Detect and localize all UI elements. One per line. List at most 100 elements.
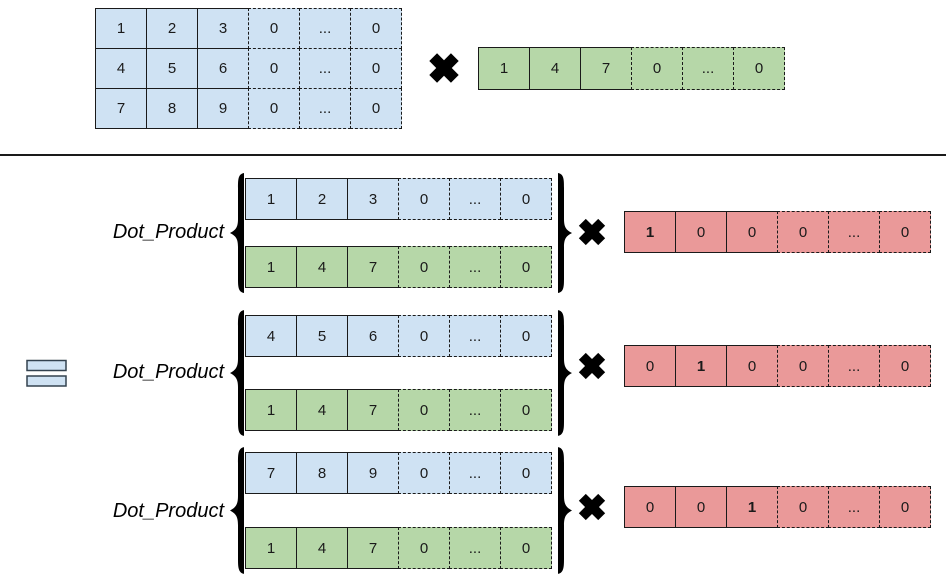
cell: 0 — [675, 211, 727, 253]
cell: 1 — [95, 8, 147, 49]
cell: 0 — [248, 48, 300, 89]
cell: 2 — [296, 178, 348, 220]
dot-product-label: Dot_Product — [112, 221, 224, 243]
equals-icon — [26, 359, 67, 387]
cell: 5 — [296, 315, 348, 357]
cell: 6 — [197, 48, 249, 89]
cell: 0 — [500, 178, 552, 220]
cell: 4 — [95, 48, 147, 89]
cell: ... — [828, 211, 880, 253]
cell: 0 — [398, 527, 450, 569]
cell: 4 — [296, 389, 348, 431]
cell: 9 — [347, 452, 399, 494]
cell: 3 — [197, 8, 249, 49]
cell: 1 — [245, 527, 297, 569]
multiply-icon — [575, 490, 609, 524]
cell: ... — [299, 48, 351, 89]
cell: 0 — [398, 315, 450, 357]
right-brace-icon — [558, 310, 572, 436]
cell: 3 — [347, 178, 399, 220]
cell: 0 — [500, 389, 552, 431]
cell: 1 — [478, 47, 530, 90]
cell: 8 — [146, 88, 198, 129]
cell: 0 — [777, 211, 829, 253]
cell: 0 — [500, 527, 552, 569]
cell: 4 — [245, 315, 297, 357]
cell: 0 — [248, 88, 300, 129]
cell: ... — [449, 246, 501, 288]
cell: 0 — [398, 178, 450, 220]
right-brace-icon — [558, 173, 572, 293]
dot-product-label: Dot_Product — [112, 361, 224, 383]
cell: ... — [449, 315, 501, 357]
cell: 1 — [245, 389, 297, 431]
cell: 0 — [777, 345, 829, 387]
cell: 0 — [777, 486, 829, 528]
cell: 0 — [726, 211, 778, 253]
cell: 0 — [398, 246, 450, 288]
cell: ... — [828, 486, 880, 528]
cell: 1 — [726, 486, 778, 528]
cell: 4 — [296, 527, 348, 569]
cell: 7 — [95, 88, 147, 129]
cell: 7 — [245, 452, 297, 494]
cell: ... — [299, 88, 351, 129]
cell: 8 — [296, 452, 348, 494]
cell: 1 — [245, 246, 297, 288]
cell: 6 — [347, 315, 399, 357]
cell: 7 — [347, 389, 399, 431]
cell: ... — [449, 178, 501, 220]
cell: ... — [449, 452, 501, 494]
cell: ... — [828, 345, 880, 387]
cell: 0 — [879, 345, 931, 387]
cell: 5 — [146, 48, 198, 89]
cell: 0 — [500, 246, 552, 288]
cell: 0 — [624, 486, 676, 528]
cell: 0 — [350, 88, 402, 129]
cell: 0 — [500, 452, 552, 494]
cell: 4 — [529, 47, 581, 90]
cell: 0 — [398, 452, 450, 494]
section-divider — [0, 154, 946, 156]
multiply-icon — [425, 49, 463, 87]
cell: 0 — [733, 47, 785, 90]
cell: 9 — [197, 88, 249, 129]
cell: 0 — [248, 8, 300, 49]
cell: 1 — [624, 211, 676, 253]
cell: 4 — [296, 246, 348, 288]
cell: 0 — [624, 345, 676, 387]
multiply-icon — [575, 215, 609, 249]
cell: 0 — [350, 8, 402, 49]
cell: 0 — [350, 48, 402, 89]
cell: 0 — [675, 486, 727, 528]
cell: 0 — [398, 389, 450, 431]
right-brace-icon — [558, 447, 572, 574]
cell: 7 — [347, 246, 399, 288]
cell: ... — [449, 389, 501, 431]
cell: ... — [299, 8, 351, 49]
cell: 7 — [347, 527, 399, 569]
cell: ... — [449, 527, 501, 569]
dot-product-label: Dot_Product — [112, 500, 224, 522]
cell: 2 — [146, 8, 198, 49]
cell: 0 — [500, 315, 552, 357]
cell: 1 — [675, 345, 727, 387]
cell: 7 — [580, 47, 632, 90]
cell: 0 — [879, 486, 931, 528]
cell: 0 — [879, 211, 931, 253]
